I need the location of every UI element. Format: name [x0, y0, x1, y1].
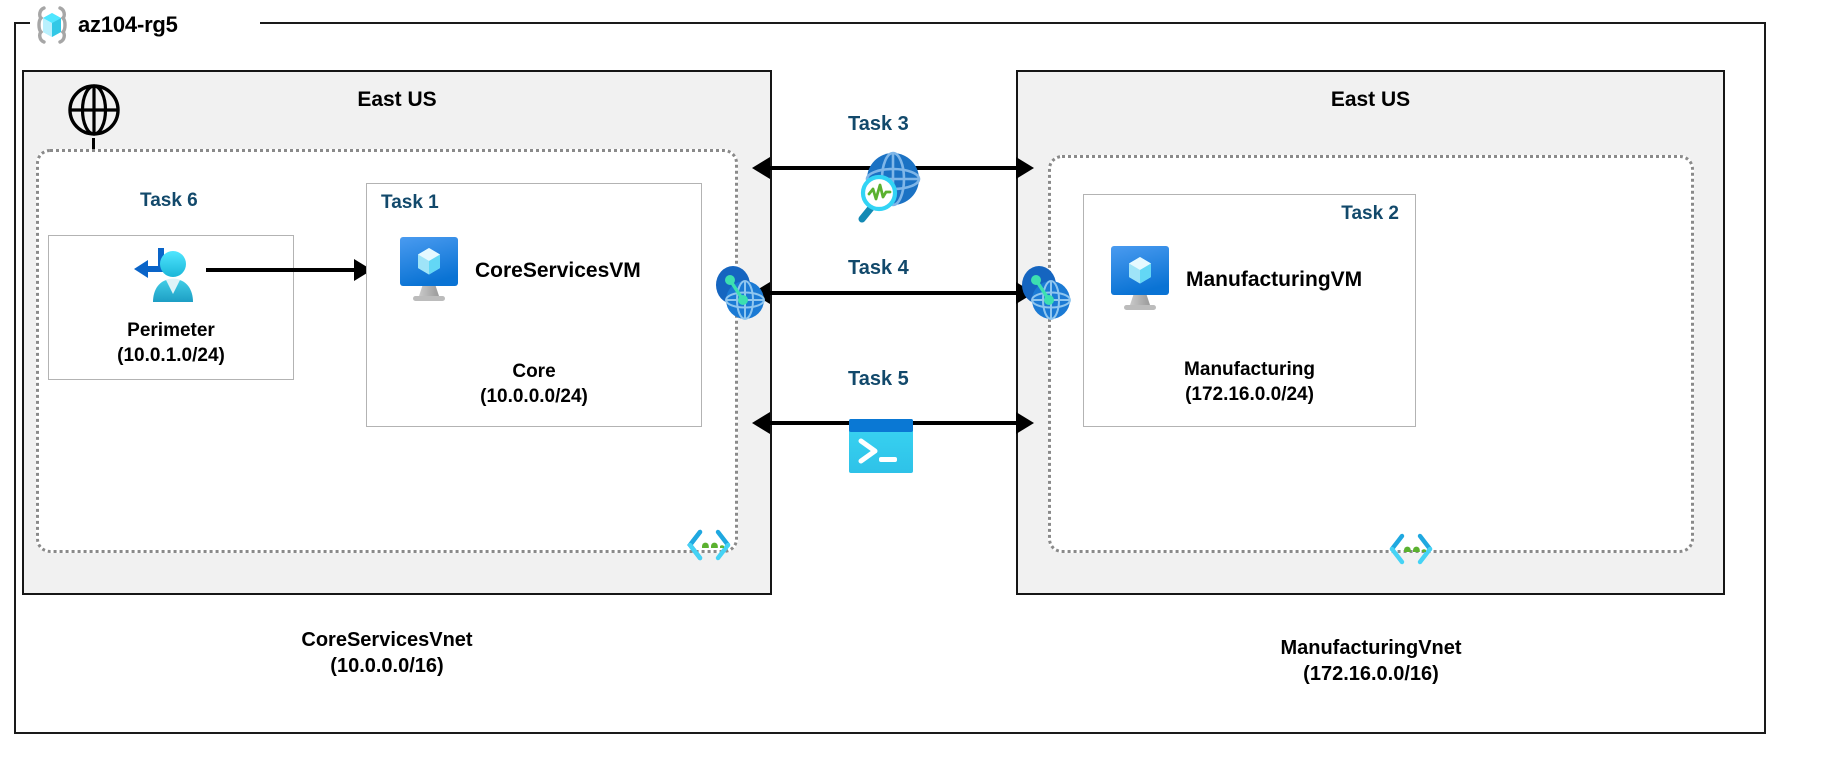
vm-name-coreservicesvm: CoreServicesVM — [475, 259, 641, 282]
bastion-user-icon — [128, 240, 202, 314]
subnet-perimeter-cidr: (10.0.1.0/24) — [117, 345, 225, 366]
subnet-manufacturing-label: Manufacturing (172.16.0.0/24) — [1084, 357, 1415, 407]
vnet-peering-icon — [709, 262, 769, 324]
vnet-core-cidr: (10.0.0.0/16) — [330, 655, 444, 677]
subnet-perimeter-label: Perimeter (10.0.1.0/24) — [49, 318, 293, 368]
virtual-machine-icon — [397, 234, 461, 308]
vnet-peering-icon — [1015, 262, 1075, 324]
vnet-manufacturing-label: ManufacturingVnet (172.16.0.0/16) — [1051, 635, 1691, 687]
arrowhead-left-task3 — [752, 157, 770, 179]
subnet-manufacturing-name: Manufacturing — [1184, 359, 1315, 380]
region-label-left: East US — [357, 88, 437, 111]
task-label-1: Task 1 — [381, 192, 439, 213]
vnet-core-label: CoreServicesVnet (10.0.0.0/16) — [39, 627, 735, 679]
vm-row-manufacturingvm: ManufacturingVM — [1108, 243, 1362, 317]
subnet-core: Task 1 Core (10.0.0.0/24) — [366, 183, 702, 427]
network-watcher-icon — [845, 145, 927, 225]
subnet-icon — [686, 528, 732, 562]
task-label-5: Task 5 — [848, 368, 909, 390]
arrowhead-right-task5 — [1016, 412, 1034, 434]
subnet-core-label: Core (10.0.0.0/24) — [367, 359, 701, 409]
vnet-manufacturing-cidr: (172.16.0.0/16) — [1303, 663, 1439, 685]
globe-icon — [66, 82, 122, 138]
vnet-manufacturing-name: ManufacturingVnet — [1280, 637, 1462, 659]
connector-perimeter-to-core — [206, 268, 358, 272]
task-label-4: Task 4 — [848, 257, 909, 279]
cloud-shell-icon — [849, 419, 913, 473]
resource-group-title: az104-rg5 — [30, 3, 178, 47]
subnet-manufacturing-cidr: (172.16.0.0/24) — [1185, 384, 1314, 405]
vm-name-manufacturingvm: ManufacturingVM — [1186, 268, 1363, 291]
region-label-right: East US — [1330, 88, 1411, 111]
resource-group-container — [14, 22, 1766, 734]
arrowhead-right-task3 — [1016, 157, 1034, 179]
subnet-manufacturing: Task 2 Manufacturing (172.16.0.0/24) Man… — [1083, 194, 1416, 427]
subnet-perimeter-name: Perimeter — [127, 320, 215, 341]
task-label-6: Task 6 — [140, 190, 198, 211]
task-label-3: Task 3 — [848, 113, 909, 135]
vnet-core-name: CoreServicesVnet — [301, 629, 473, 651]
connector-task4 — [762, 291, 1024, 295]
task-label-2: Task 2 — [1341, 203, 1399, 224]
vm-row-coreservicesvm: CoreServicesVM — [397, 234, 641, 308]
virtual-machine-icon — [1108, 243, 1172, 317]
resource-group-title-mask — [30, 8, 260, 38]
arrowhead-left-task5 — [752, 412, 770, 434]
subnet-icon — [1388, 532, 1434, 566]
subnet-core-cidr: (10.0.0.0/24) — [480, 386, 588, 407]
subnet-core-name: Core — [512, 361, 556, 382]
azure-resource-group-icon — [30, 3, 74, 47]
resource-group-name: az104-rg5 — [78, 12, 178, 37]
